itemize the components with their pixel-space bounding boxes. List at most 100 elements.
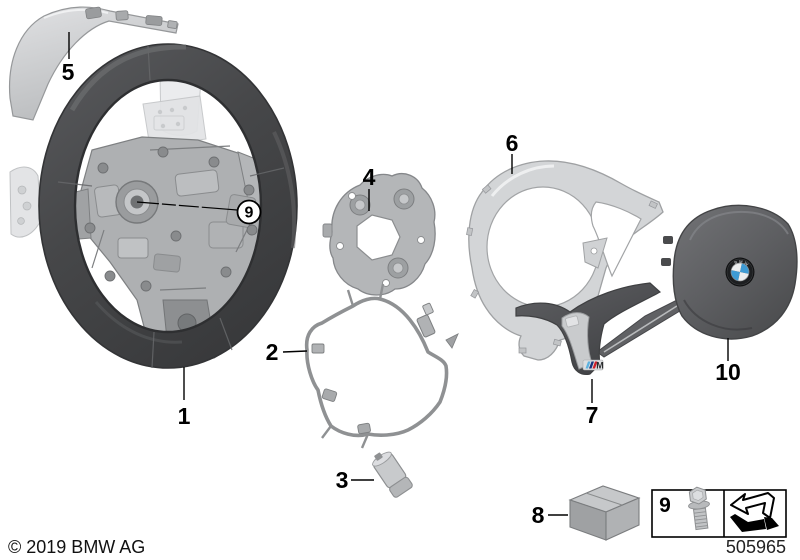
rim-outer-edge xyxy=(38,43,298,369)
harness-connector xyxy=(416,314,436,338)
part-10-airbag[interactable]: BMW xyxy=(661,204,798,340)
harness-clip xyxy=(445,333,459,349)
plate-boss-hole xyxy=(392,262,404,274)
ring-spoke-cutout xyxy=(590,201,642,278)
rim-highlight xyxy=(94,301,183,344)
paddle-dot xyxy=(157,109,163,115)
airbag-tab xyxy=(663,236,673,244)
shift-paddle-left[interactable] xyxy=(9,166,42,238)
callout-9-box[interactable]: 9 xyxy=(659,494,671,517)
copyright-text: © 2019 BMW AG xyxy=(8,537,145,557)
diagram-number: 505965 xyxy=(726,537,786,557)
box-side xyxy=(605,497,640,541)
m-badge: M xyxy=(582,359,604,371)
part-7-lower-trim[interactable]: M xyxy=(515,237,694,376)
bmw-roundel: BMW xyxy=(725,257,755,287)
m-stripe-red xyxy=(592,361,598,369)
harness-connector xyxy=(422,302,434,316)
part-2-connection-line[interactable] xyxy=(304,283,459,449)
part-5-upper-trim-strip[interactable] xyxy=(8,6,179,121)
rim-seams xyxy=(57,45,285,369)
hub-detail xyxy=(153,253,181,273)
legend-table: 9 xyxy=(651,486,787,538)
m-badge-letter: M xyxy=(596,361,604,371)
callout-7[interactable]: 7 xyxy=(586,402,599,428)
callout-9-number: 9 xyxy=(245,205,254,222)
hub-lines xyxy=(91,145,251,291)
plate-boss-hole xyxy=(398,193,410,205)
rim-highlight xyxy=(69,44,187,112)
part-1-steering-wheel-rim[interactable] xyxy=(38,43,298,369)
shift-paddle-top[interactable] xyxy=(142,70,207,148)
plate-center-cutout xyxy=(356,214,401,261)
paddle-dot xyxy=(175,121,181,127)
callout-10[interactable]: 10 xyxy=(715,359,741,385)
airbag-shadow xyxy=(683,299,753,331)
callout-labels: 5 1 2 3 4 6 7 8 10 9 xyxy=(62,59,741,528)
trim-insert-detail xyxy=(565,315,580,328)
plate-hole xyxy=(417,236,425,244)
trim-blade-edge xyxy=(603,298,689,353)
plate-hole xyxy=(348,192,356,200)
airbag-tab xyxy=(661,258,671,266)
leader-9 xyxy=(136,201,238,211)
rim-highlight xyxy=(272,131,297,249)
trim-bracket-hole xyxy=(590,247,598,255)
hub-detail xyxy=(174,169,220,197)
callout-9-circled[interactable]: 9 xyxy=(236,199,262,225)
part-3-plug[interactable] xyxy=(369,447,414,498)
screw-icon[interactable] xyxy=(686,486,712,531)
paddle-frame xyxy=(153,115,185,131)
part-8-kit-box[interactable] xyxy=(568,485,641,541)
paddle-dot xyxy=(182,105,188,111)
part-4-cover-plate[interactable] xyxy=(322,173,436,296)
harness-stubs xyxy=(321,283,385,449)
rim-inner-edge xyxy=(73,78,263,334)
paddle-detail xyxy=(17,217,25,225)
trim-strip-highlight xyxy=(43,8,109,19)
hub-screws xyxy=(84,146,258,292)
part-6-trim-ring[interactable] xyxy=(466,160,664,361)
paddle-dot xyxy=(169,107,175,113)
harness-connector xyxy=(321,388,338,402)
paddle-dot xyxy=(160,123,166,129)
arrow-shadow xyxy=(764,517,779,530)
callout-2[interactable]: 2 xyxy=(266,339,279,365)
trim-strip-clip xyxy=(115,10,129,21)
leader-lines xyxy=(68,32,729,516)
roundel-text: BMW xyxy=(733,257,751,268)
hub-detail xyxy=(208,221,244,249)
airbag-highlight xyxy=(689,210,789,241)
plate-hole xyxy=(336,242,344,250)
paddle-panel xyxy=(142,95,207,148)
plate-hole xyxy=(382,279,390,287)
paddle-detail xyxy=(17,185,27,195)
arrow-body xyxy=(730,492,775,519)
callout-4[interactable]: 4 xyxy=(363,164,376,190)
svg-text:BMW: BMW xyxy=(733,257,751,268)
trim-strip-clip xyxy=(85,6,102,20)
plug-pin xyxy=(374,452,383,461)
leader-2 xyxy=(282,350,308,353)
callout-3[interactable]: 3 xyxy=(336,467,349,493)
roundel-quadrant-white xyxy=(738,272,749,281)
callout-8[interactable]: 8 xyxy=(532,502,545,528)
trim-strip-clip xyxy=(167,20,178,29)
roundel-quadrant-white xyxy=(731,263,742,272)
paddle-detail xyxy=(22,201,32,211)
plate-boss-hole xyxy=(354,199,366,211)
callout-6[interactable]: 6 xyxy=(506,130,519,156)
exchange-arrow-icon[interactable] xyxy=(730,492,779,532)
plug-collar xyxy=(389,476,413,498)
arrow-shadow xyxy=(730,514,766,532)
callout-1[interactable]: 1 xyxy=(178,403,191,429)
roundel-quadrant-blue xyxy=(731,270,740,281)
callout-9-circle xyxy=(236,199,262,225)
callout-5[interactable]: 5 xyxy=(62,59,75,85)
roundel-quadrant-blue xyxy=(740,263,749,274)
box-lid-seam xyxy=(585,492,623,506)
trim-strip-clip xyxy=(145,15,163,26)
m-stripe-dark-blue xyxy=(589,361,594,369)
